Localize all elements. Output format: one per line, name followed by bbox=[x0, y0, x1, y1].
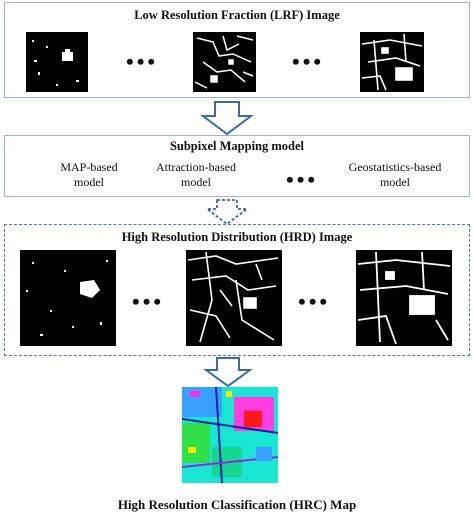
hrc-title: High Resolution Classification (HRC) Map bbox=[117, 497, 357, 512]
down-arrow-2 bbox=[203, 357, 253, 387]
model-map-line1: MAP-based bbox=[60, 160, 118, 174]
hrd-image-3 bbox=[356, 250, 452, 346]
lrf-panel bbox=[4, 2, 470, 98]
lrf-ellipsis-1: ••• bbox=[126, 49, 159, 74]
lrf-title: Low Resolution Fraction (LRF) Image bbox=[134, 8, 340, 22]
lrf-ellipsis-2: ••• bbox=[292, 49, 325, 74]
lrf-image-1 bbox=[26, 32, 88, 92]
model-attraction-based: Attraction-based model bbox=[140, 160, 252, 190]
hrd-image-2 bbox=[186, 250, 282, 346]
hrd-image-1 bbox=[20, 250, 116, 346]
model-map-line2: model bbox=[74, 175, 104, 189]
mapping-panel bbox=[4, 135, 470, 197]
model-attraction-line1: Attraction-based bbox=[156, 160, 236, 174]
model-attraction-line2: model bbox=[181, 175, 211, 189]
model-geostatistics-line1: Geostatistics-based bbox=[348, 160, 442, 174]
hrc-map-image bbox=[182, 387, 278, 483]
mapping-title: Subpixel Mapping model bbox=[169, 139, 305, 153]
mapping-ellipsis: ••• bbox=[286, 167, 319, 192]
hrd-ellipsis-2: ••• bbox=[298, 289, 331, 314]
hrd-panel bbox=[4, 224, 470, 356]
lrf-image-3 bbox=[360, 32, 424, 92]
model-geostatistics-based: Geostatistics-based model bbox=[332, 160, 458, 190]
dashed-down-arrow bbox=[204, 199, 250, 225]
model-geostatistics-line2: model bbox=[380, 175, 410, 189]
model-map-based: MAP-based model bbox=[44, 160, 134, 190]
hrd-ellipsis-1: ••• bbox=[132, 289, 165, 314]
lrf-image-2 bbox=[193, 32, 256, 92]
down-arrow-1 bbox=[200, 101, 254, 135]
hrd-title: High Resolution Distribution (HRD) Image bbox=[121, 230, 353, 244]
